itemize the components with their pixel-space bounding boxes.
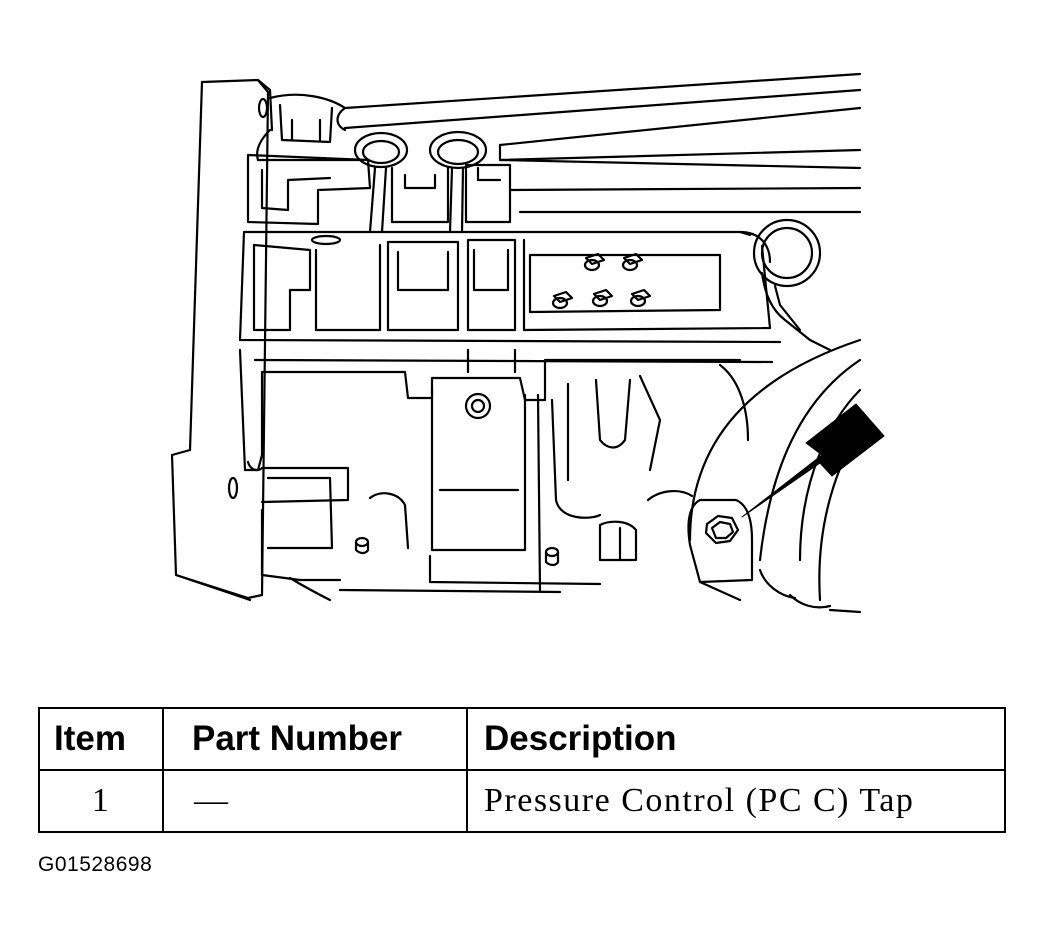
upper-pockets [246,153,512,226]
transmission-case-illustration [170,72,885,614]
bottom-pockets [246,460,638,602]
cell-item: 1 [38,769,164,833]
cell-description: Pressure Control (PC C) Tap [466,769,1006,833]
case-flange [170,78,274,602]
pressure-tap-boss [646,490,754,602]
upper-right-boss [738,218,832,352]
housing-drum [688,338,862,614]
figure-id: G01528698 [38,853,153,876]
bolt-heads [551,252,652,310]
column-header-part-number: Part Number [162,707,468,771]
middle-web [238,230,782,344]
column-header-item: Item [38,707,164,771]
table-header-row: Item Part Number Description [38,707,1006,771]
pointer-arrow [741,403,885,518]
table-row: 1 — Pressure Control (PC C) Tap [38,769,1006,833]
round-ports [353,130,488,234]
hex-plug [704,514,740,545]
case-top-ribs [256,72,862,214]
lower-web [238,348,774,592]
cell-part-number: — [162,769,468,833]
column-header-description: Description [466,707,1006,771]
parts-table: Item Part Number Description 1 — Pressur… [38,707,1006,833]
